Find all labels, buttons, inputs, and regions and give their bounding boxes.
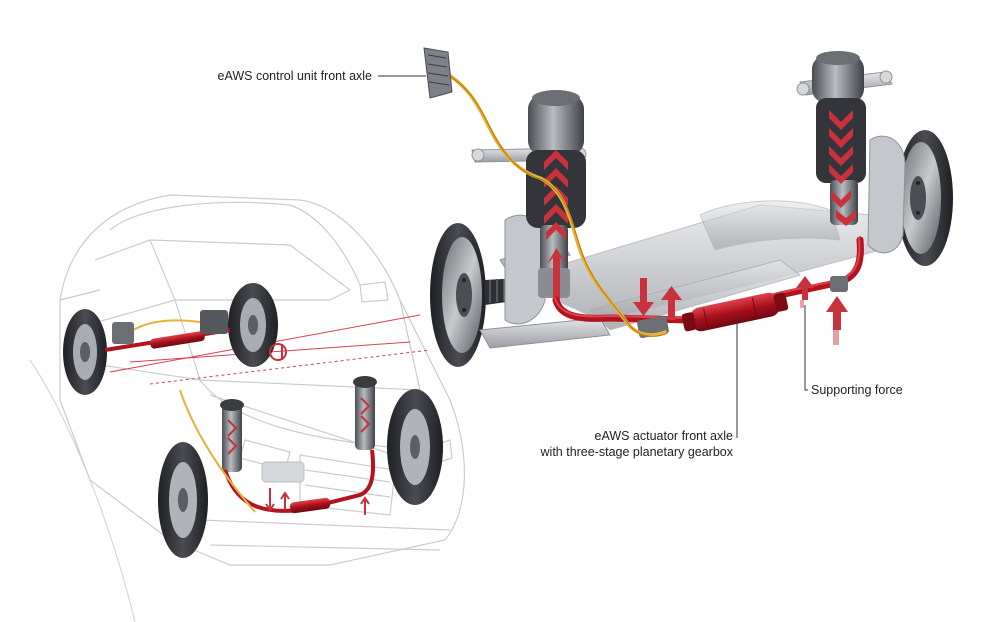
force-arrows [633, 276, 848, 330]
eaws-control-unit [423, 47, 453, 99]
supporting-force-line [800, 300, 839, 345]
small-car-front-stabilizer [179, 389, 376, 515]
small-car-rear-right-wheel [228, 283, 278, 367]
small-car-rear-left-wheel [63, 309, 107, 395]
label-supporting-force: Supporting force [811, 382, 903, 398]
label-control-unit-text: eAWS control unit front axle [217, 69, 372, 83]
label-supporting-force-text: Supporting force [811, 383, 903, 397]
compression-arrows-right [829, 110, 856, 226]
brake-disc-left [430, 223, 486, 367]
small-car-rear-axle [104, 310, 287, 361]
label-actuator: eAWS actuator front axle with three-stag… [508, 428, 733, 460]
steering-knuckle-right [867, 135, 906, 254]
small-car-front-right-wheel [387, 389, 443, 505]
small-car-front-struts [220, 376, 377, 472]
label-control-unit: eAWS control unit front axle [200, 68, 372, 84]
brake-disc-right [897, 130, 953, 266]
eaws-actuator [637, 276, 848, 338]
small-car-front-left-wheel [158, 442, 208, 558]
label-actuator-line1: eAWS actuator front axle [594, 429, 734, 443]
leader-lines [378, 75, 808, 438]
label-actuator-line2: with three-stage planetary gearbox [540, 445, 733, 459]
wiring-harness-outline [441, 71, 667, 337]
